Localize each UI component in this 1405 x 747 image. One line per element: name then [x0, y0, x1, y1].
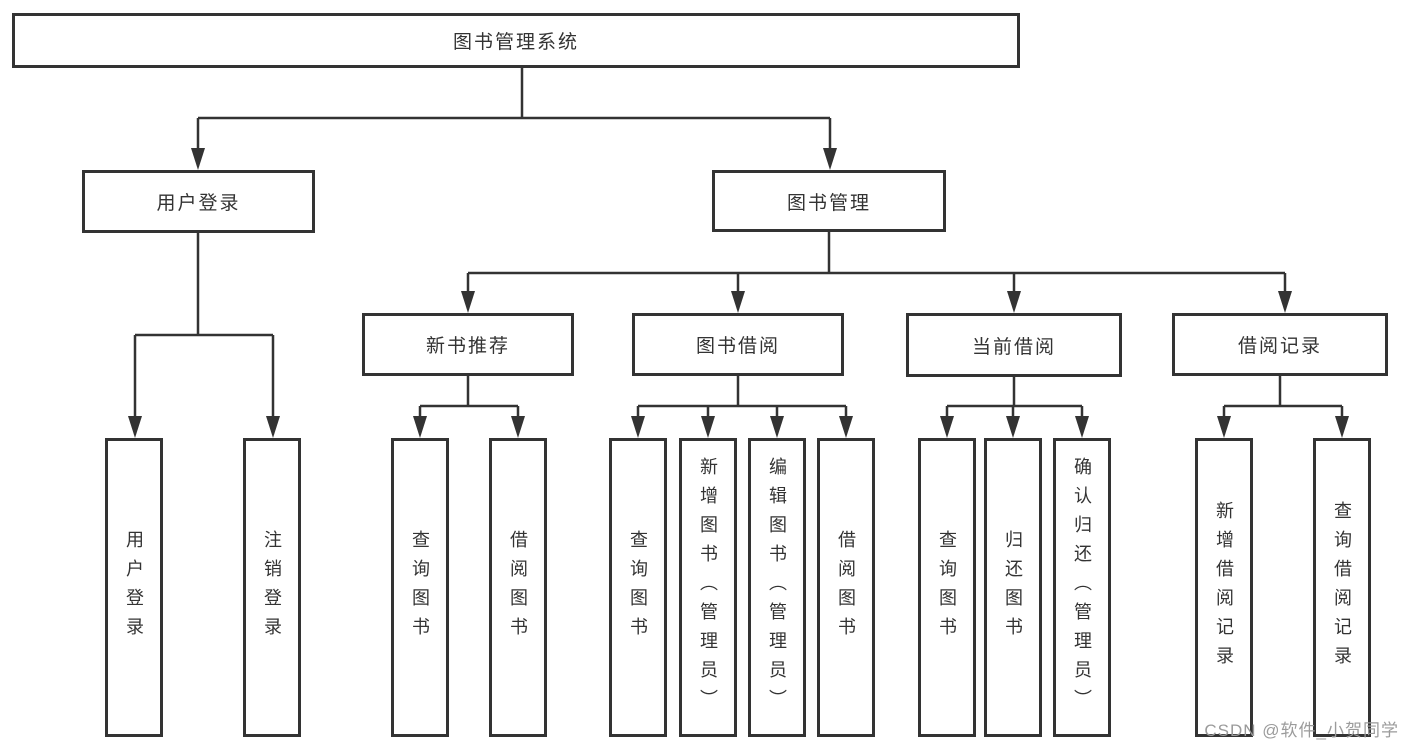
watermark: CSDN @软件_小贺同学: [1204, 721, 1399, 740]
leaf-edit-books-admin: 编辑图书（管理员）: [748, 438, 806, 737]
node-user-login: 用户登录: [82, 170, 315, 233]
node-book-borrow: 图书借阅: [632, 313, 844, 376]
node-book-management-label: 图书管理: [786, 192, 871, 214]
leaf-add-books-admin: 新增图书（管理员）: [679, 438, 737, 737]
leaf-user-login-label: 用户登录: [124, 529, 144, 646]
leaf-query-borrow-record: 查询借阅记录: [1313, 438, 1371, 737]
leaf-user-login: 用户登录: [105, 438, 163, 737]
connector-book-borrow-children: [636, 376, 848, 418]
leaf-add-borrow-record: 新增借阅记录: [1195, 438, 1253, 737]
leaf-borrow-books-label: 借阅图书: [836, 529, 856, 646]
node-root-label: 图书管理系统: [452, 32, 579, 53]
node-book-management: 图书管理: [712, 170, 946, 232]
leaf-confirm-return-admin-label: 确认归还（管理员）: [1072, 457, 1092, 718]
node-current-borrow: 当前借阅: [906, 313, 1122, 377]
connector-current-borrow-children: [945, 377, 1084, 418]
leaf-query-books-borrow: 查询图书: [609, 438, 667, 737]
leaf-borrow-books-recommend-label: 借阅图书: [508, 529, 528, 646]
leaf-query-borrow-record-label: 查询借阅记录: [1332, 500, 1352, 675]
connector-book-mgmt-children: [466, 232, 1287, 293]
leaf-borrow-books-recommend: 借阅图书: [489, 438, 547, 737]
leaf-confirm-return-admin: 确认归还（管理员）: [1053, 438, 1111, 737]
connector-root-to-level2: [196, 68, 832, 150]
node-root: 图书管理系统: [12, 13, 1020, 68]
connector-borrow-records-children: [1222, 376, 1344, 418]
node-user-login-label: 用户登录: [156, 193, 241, 214]
leaf-add-books-admin-label: 新增图书（管理员）: [698, 457, 718, 718]
node-borrow-records-label: 借阅记录: [1237, 336, 1322, 357]
node-new-book-recommend-label: 新书推荐: [425, 336, 510, 357]
leaf-return-books: 归还图书: [984, 438, 1042, 737]
leaf-query-books-recommend: 查询图书: [391, 438, 449, 737]
leaf-logout: 注销登录: [243, 438, 301, 737]
arrowheads: [128, 148, 1349, 438]
leaf-add-borrow-record-label: 新增借阅记录: [1214, 500, 1234, 675]
leaf-logout-label: 注销登录: [262, 529, 282, 646]
leaf-query-books-recommend-label: 查询图书: [410, 529, 430, 646]
connector-new-book-rec-children: [418, 376, 520, 418]
node-current-borrow-label: 当前借阅: [971, 336, 1056, 358]
leaf-query-books-current-label: 查询图书: [937, 529, 957, 646]
connector-user-login-children: [133, 233, 275, 418]
leaf-return-books-label: 归还图书: [1003, 529, 1023, 646]
leaf-query-books-borrow-label: 查询图书: [628, 529, 648, 646]
node-borrow-records: 借阅记录: [1172, 313, 1388, 376]
leaf-edit-books-admin-label: 编辑图书（管理员）: [767, 457, 787, 718]
node-new-book-recommend: 新书推荐: [362, 313, 574, 376]
leaf-query-books-current: 查询图书: [918, 438, 976, 737]
node-book-borrow-label: 图书借阅: [695, 336, 780, 357]
leaf-borrow-books: 借阅图书: [817, 438, 875, 737]
